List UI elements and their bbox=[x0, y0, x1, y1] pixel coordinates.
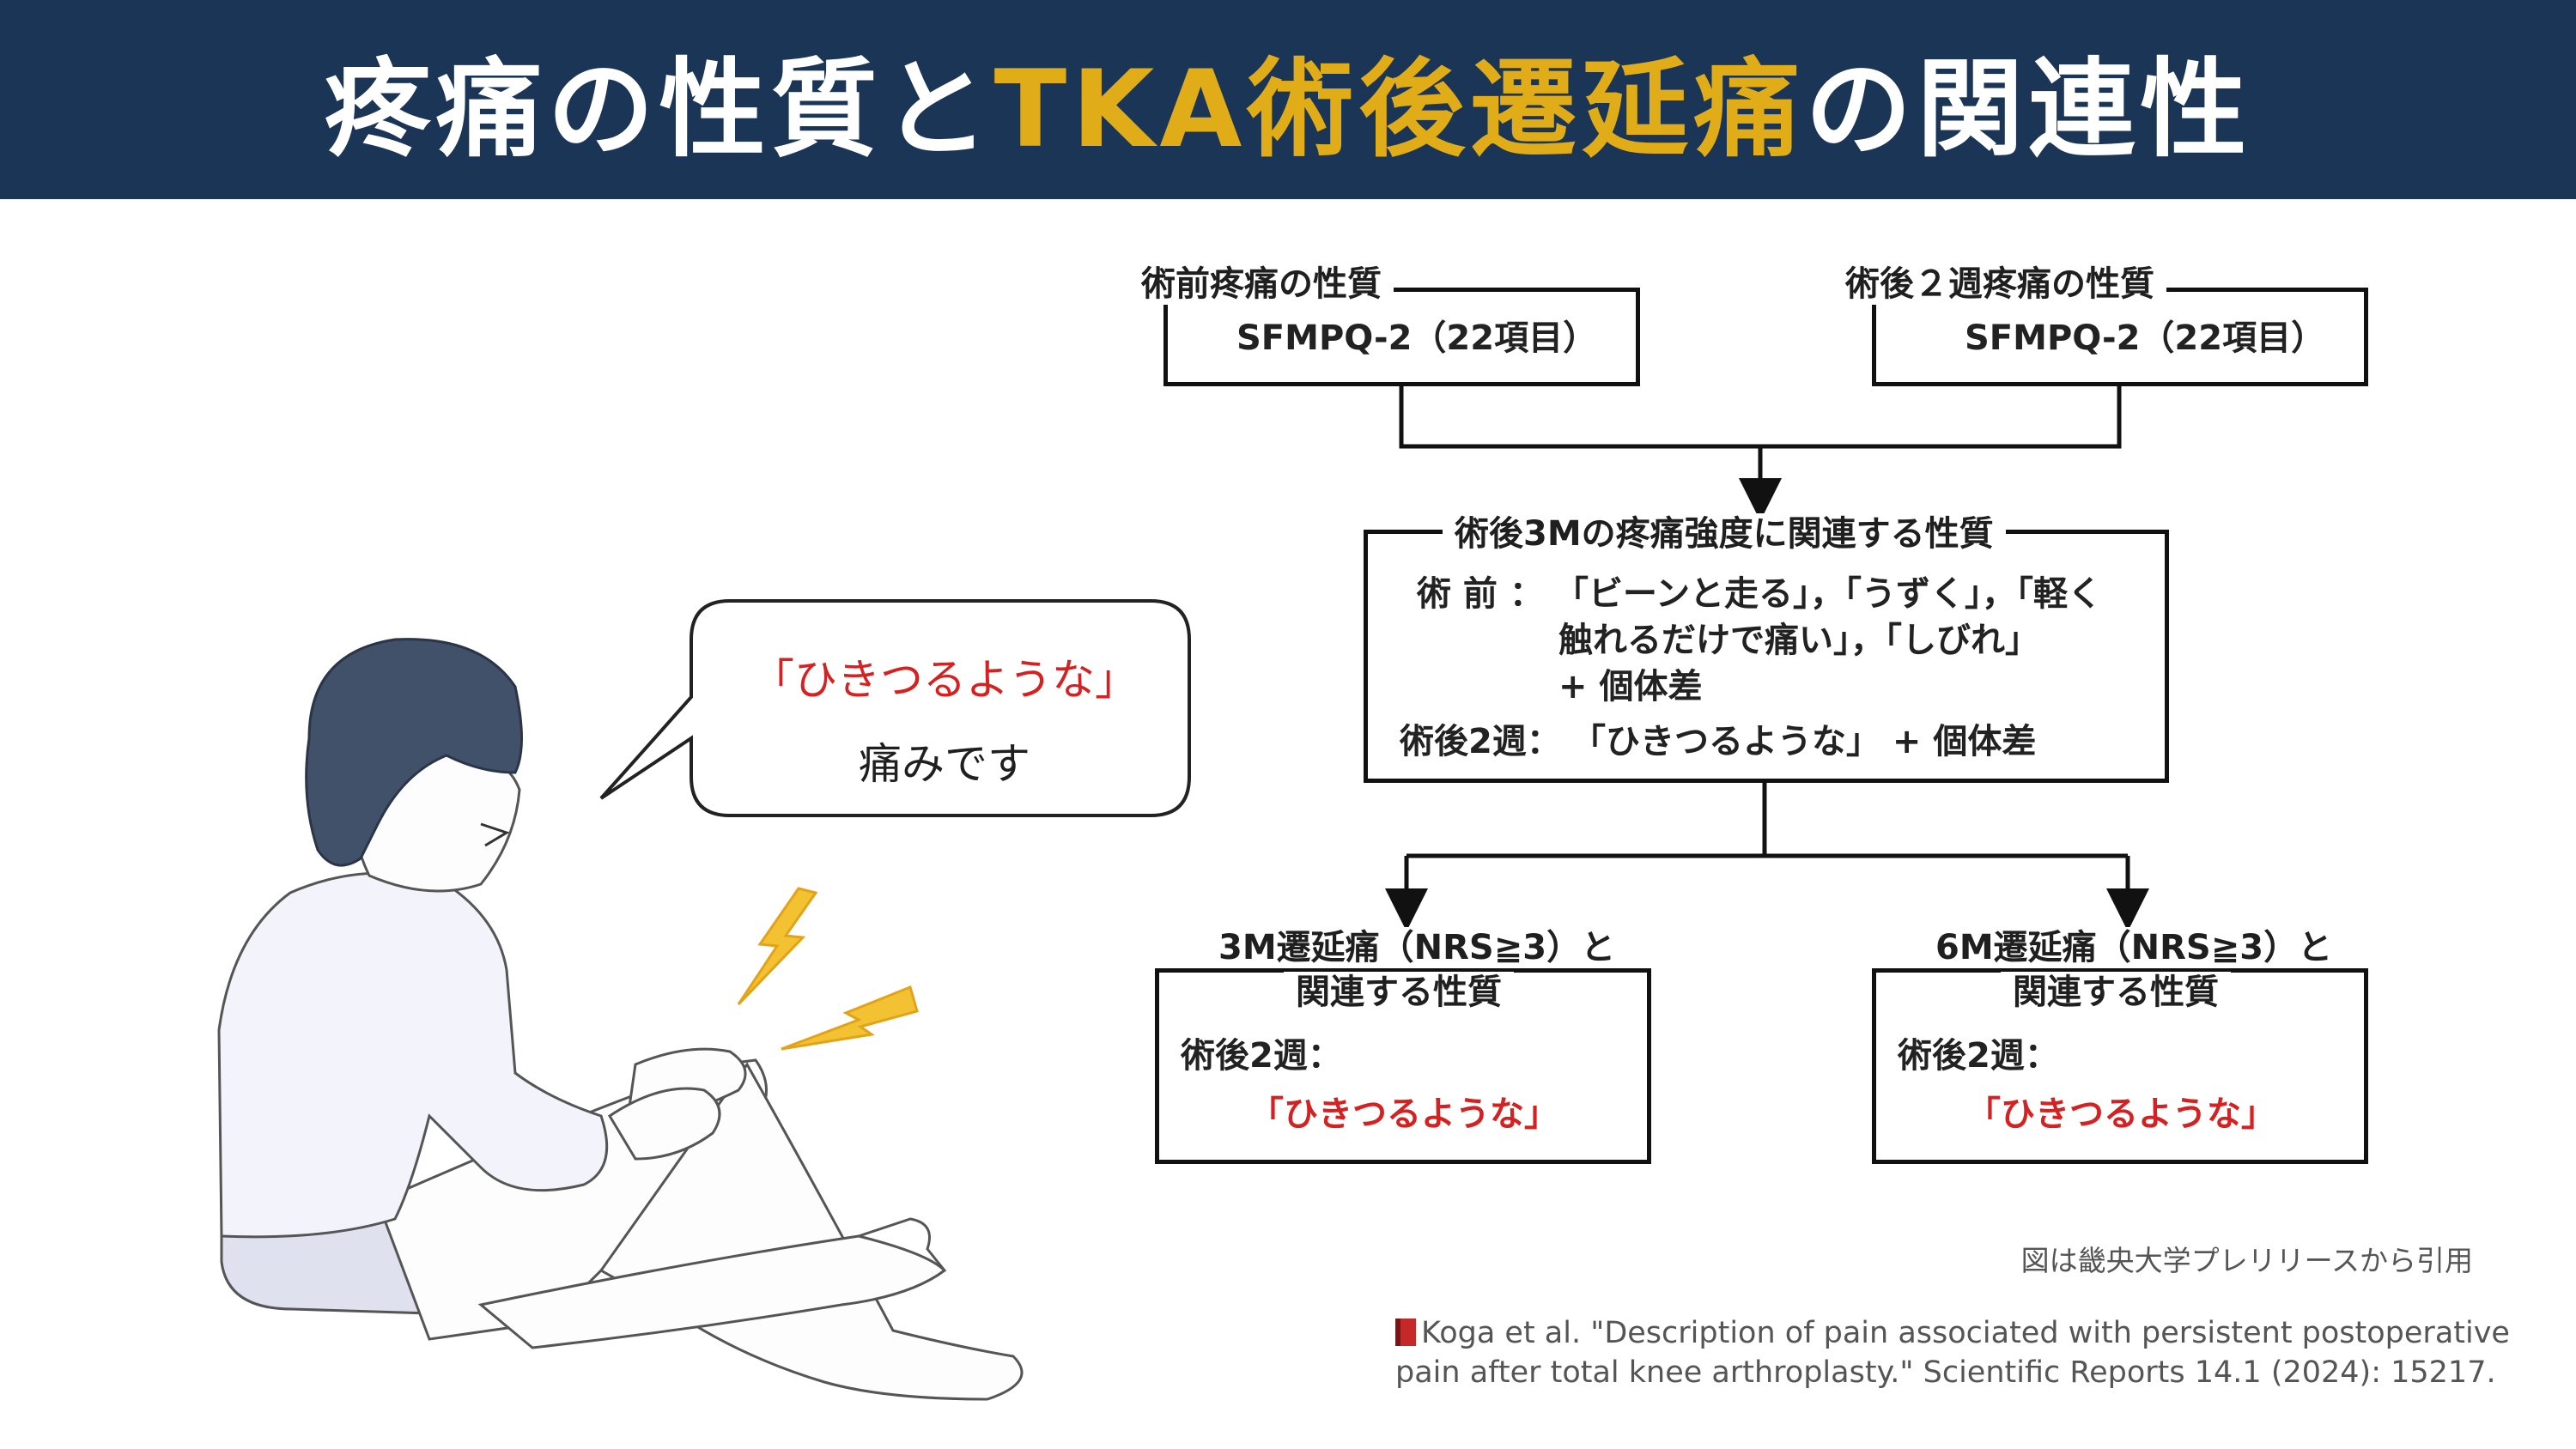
result-6m-value: 「ひきつるような」 bbox=[1966, 1094, 2275, 1134]
middle-preop-line2: 触れるだけで痛い」，「しびれ」 bbox=[1558, 621, 2039, 660]
title-part-3: の関連性 bbox=[1805, 48, 2252, 172]
result-6m-title-line2: 関連する性質 bbox=[2001, 972, 2231, 1013]
hair bbox=[305, 638, 523, 867]
result-6m-box bbox=[1872, 968, 2368, 1164]
result-3m-title-line1: 3M遷延痛（NRS≧3）と bbox=[1206, 927, 1628, 968]
preop-content: SFMPQ-2（22項目） bbox=[1236, 318, 1598, 358]
result-3m-label: 術後2週： bbox=[1181, 1036, 1342, 1076]
preop-title: 術前疼痛の性質 bbox=[1129, 264, 1394, 305]
middle-postop-label: 術後2週： bbox=[1400, 722, 1561, 761]
title-highlight: TKA術後遷延痛 bbox=[993, 48, 1806, 172]
postop-title: 術後２週疼痛の性質 bbox=[1833, 264, 2166, 305]
bubble-quote: 「ひきつるような」 bbox=[751, 655, 1138, 705]
result-6m-label: 術後2週： bbox=[1898, 1036, 2059, 1076]
postop-content: SFMPQ-2（22項目） bbox=[1965, 318, 2326, 358]
middle-preop-line1: 「ビーンと走る」，「うずく」，「軽く bbox=[1554, 574, 2102, 614]
pain-lightning-icon bbox=[737, 887, 818, 1006]
middle-preop-label: 術 前 ： bbox=[1417, 574, 1544, 614]
middle-postop-text: 「ひきつるような」 + 個体差 bbox=[1571, 722, 2037, 761]
result-3m-title-line2: 関連する性質 bbox=[1284, 972, 1514, 1013]
title-part-1: 疼痛の性質と bbox=[324, 48, 994, 172]
result-6m-title-line1: 6M遷延痛（NRS≧3）と bbox=[1923, 927, 2345, 968]
middle-title: 術後3Mの疼痛強度に関連する性質 bbox=[1443, 513, 2006, 555]
book-icon bbox=[1395, 1319, 1416, 1346]
figure-credit: 図は畿央大学プレリリースから引用 bbox=[2020, 1244, 2473, 1277]
citation-line1: Koga et al. "Description of pain associa… bbox=[1421, 1316, 2510, 1350]
pain-lightning-icon bbox=[781, 985, 919, 1051]
page-title: 疼痛の性質とTKA術後遷延痛の関連性 bbox=[325, 22, 2252, 177]
title-banner: 疼痛の性質とTKA術後遷延痛の関連性 bbox=[0, 0, 2576, 199]
middle-preop-line3: + 個体差 bbox=[1558, 667, 1703, 706]
result-3m-value: 「ひきつるような」 bbox=[1249, 1094, 1558, 1134]
citation: Koga et al. "Description of pain associa… bbox=[1395, 1313, 2510, 1392]
bubble-text: 痛みです bbox=[859, 739, 1030, 789]
citation-line2: pain after total knee arthroplasty." Sci… bbox=[1395, 1355, 2496, 1390]
person-knee-pain-illustration bbox=[217, 638, 1024, 1401]
speech-bubble bbox=[599, 599, 1191, 817]
